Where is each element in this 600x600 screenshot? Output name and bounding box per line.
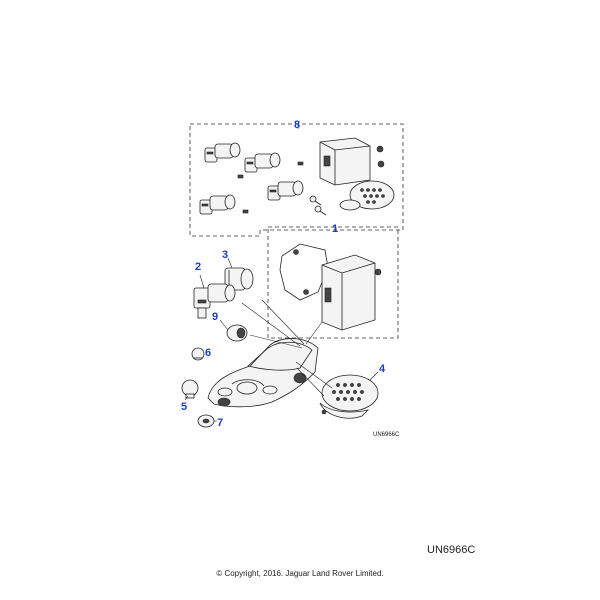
mounting-bracket — [279, 243, 329, 301]
sounder-4 — [319, 374, 379, 419]
screw — [309, 195, 322, 206]
sensor-9 — [226, 324, 248, 342]
diagram-code: UN6966C — [427, 544, 476, 556]
leader-line — [219, 319, 229, 331]
lock-barrel-kit-4 — [267, 180, 304, 201]
callout-number: 8 — [294, 119, 300, 131]
location-line — [241, 302, 301, 347]
key-insert — [237, 174, 244, 179]
vehicle-illustration — [207, 338, 319, 408]
nut — [376, 145, 384, 153]
inner-diagram-code: UN6966C — [373, 432, 400, 438]
location-line — [295, 361, 333, 389]
callout-number: 6 — [205, 347, 211, 359]
grommet-7 — [197, 414, 215, 428]
callout-number: 1 — [332, 223, 338, 235]
leader-line — [369, 371, 379, 381]
kit-boundary-8 — [189, 123, 404, 237]
key-insert — [297, 161, 304, 166]
callout-number: 5 — [181, 401, 187, 413]
leader-line — [227, 257, 233, 269]
lock-barrel-kit-1 — [204, 142, 241, 163]
sounder-kit — [339, 180, 395, 211]
kit-boundary-1 — [267, 226, 399, 339]
copyright-notice: © Copyright, 2016. Jaguar Land Rover Lim… — [216, 569, 384, 578]
bulb-6 — [191, 347, 205, 361]
lock-barrel-kit-3 — [199, 194, 236, 215]
control-module-kit — [319, 137, 371, 186]
key-insert — [242, 209, 249, 214]
callout-number: 9 — [212, 311, 218, 323]
lock-barrel-kit-2 — [244, 152, 281, 173]
nut — [377, 160, 385, 168]
control-module — [321, 254, 376, 331]
callout-number: 7 — [217, 417, 223, 429]
nut — [374, 268, 382, 276]
location-line — [261, 299, 305, 345]
leader-line — [199, 274, 205, 289]
lock-barrel-2 — [193, 283, 236, 319]
location-line — [249, 334, 303, 349]
leader-line — [184, 395, 189, 401]
lamp-5 — [181, 379, 199, 399]
lock-barrel-3 — [224, 267, 254, 291]
callout-number: 4 — [379, 363, 386, 375]
callout-number: 2 — [195, 261, 201, 273]
location-line — [296, 367, 325, 397]
screw — [314, 205, 327, 216]
location-line — [305, 321, 323, 345]
callout-number: 3 — [222, 249, 228, 261]
